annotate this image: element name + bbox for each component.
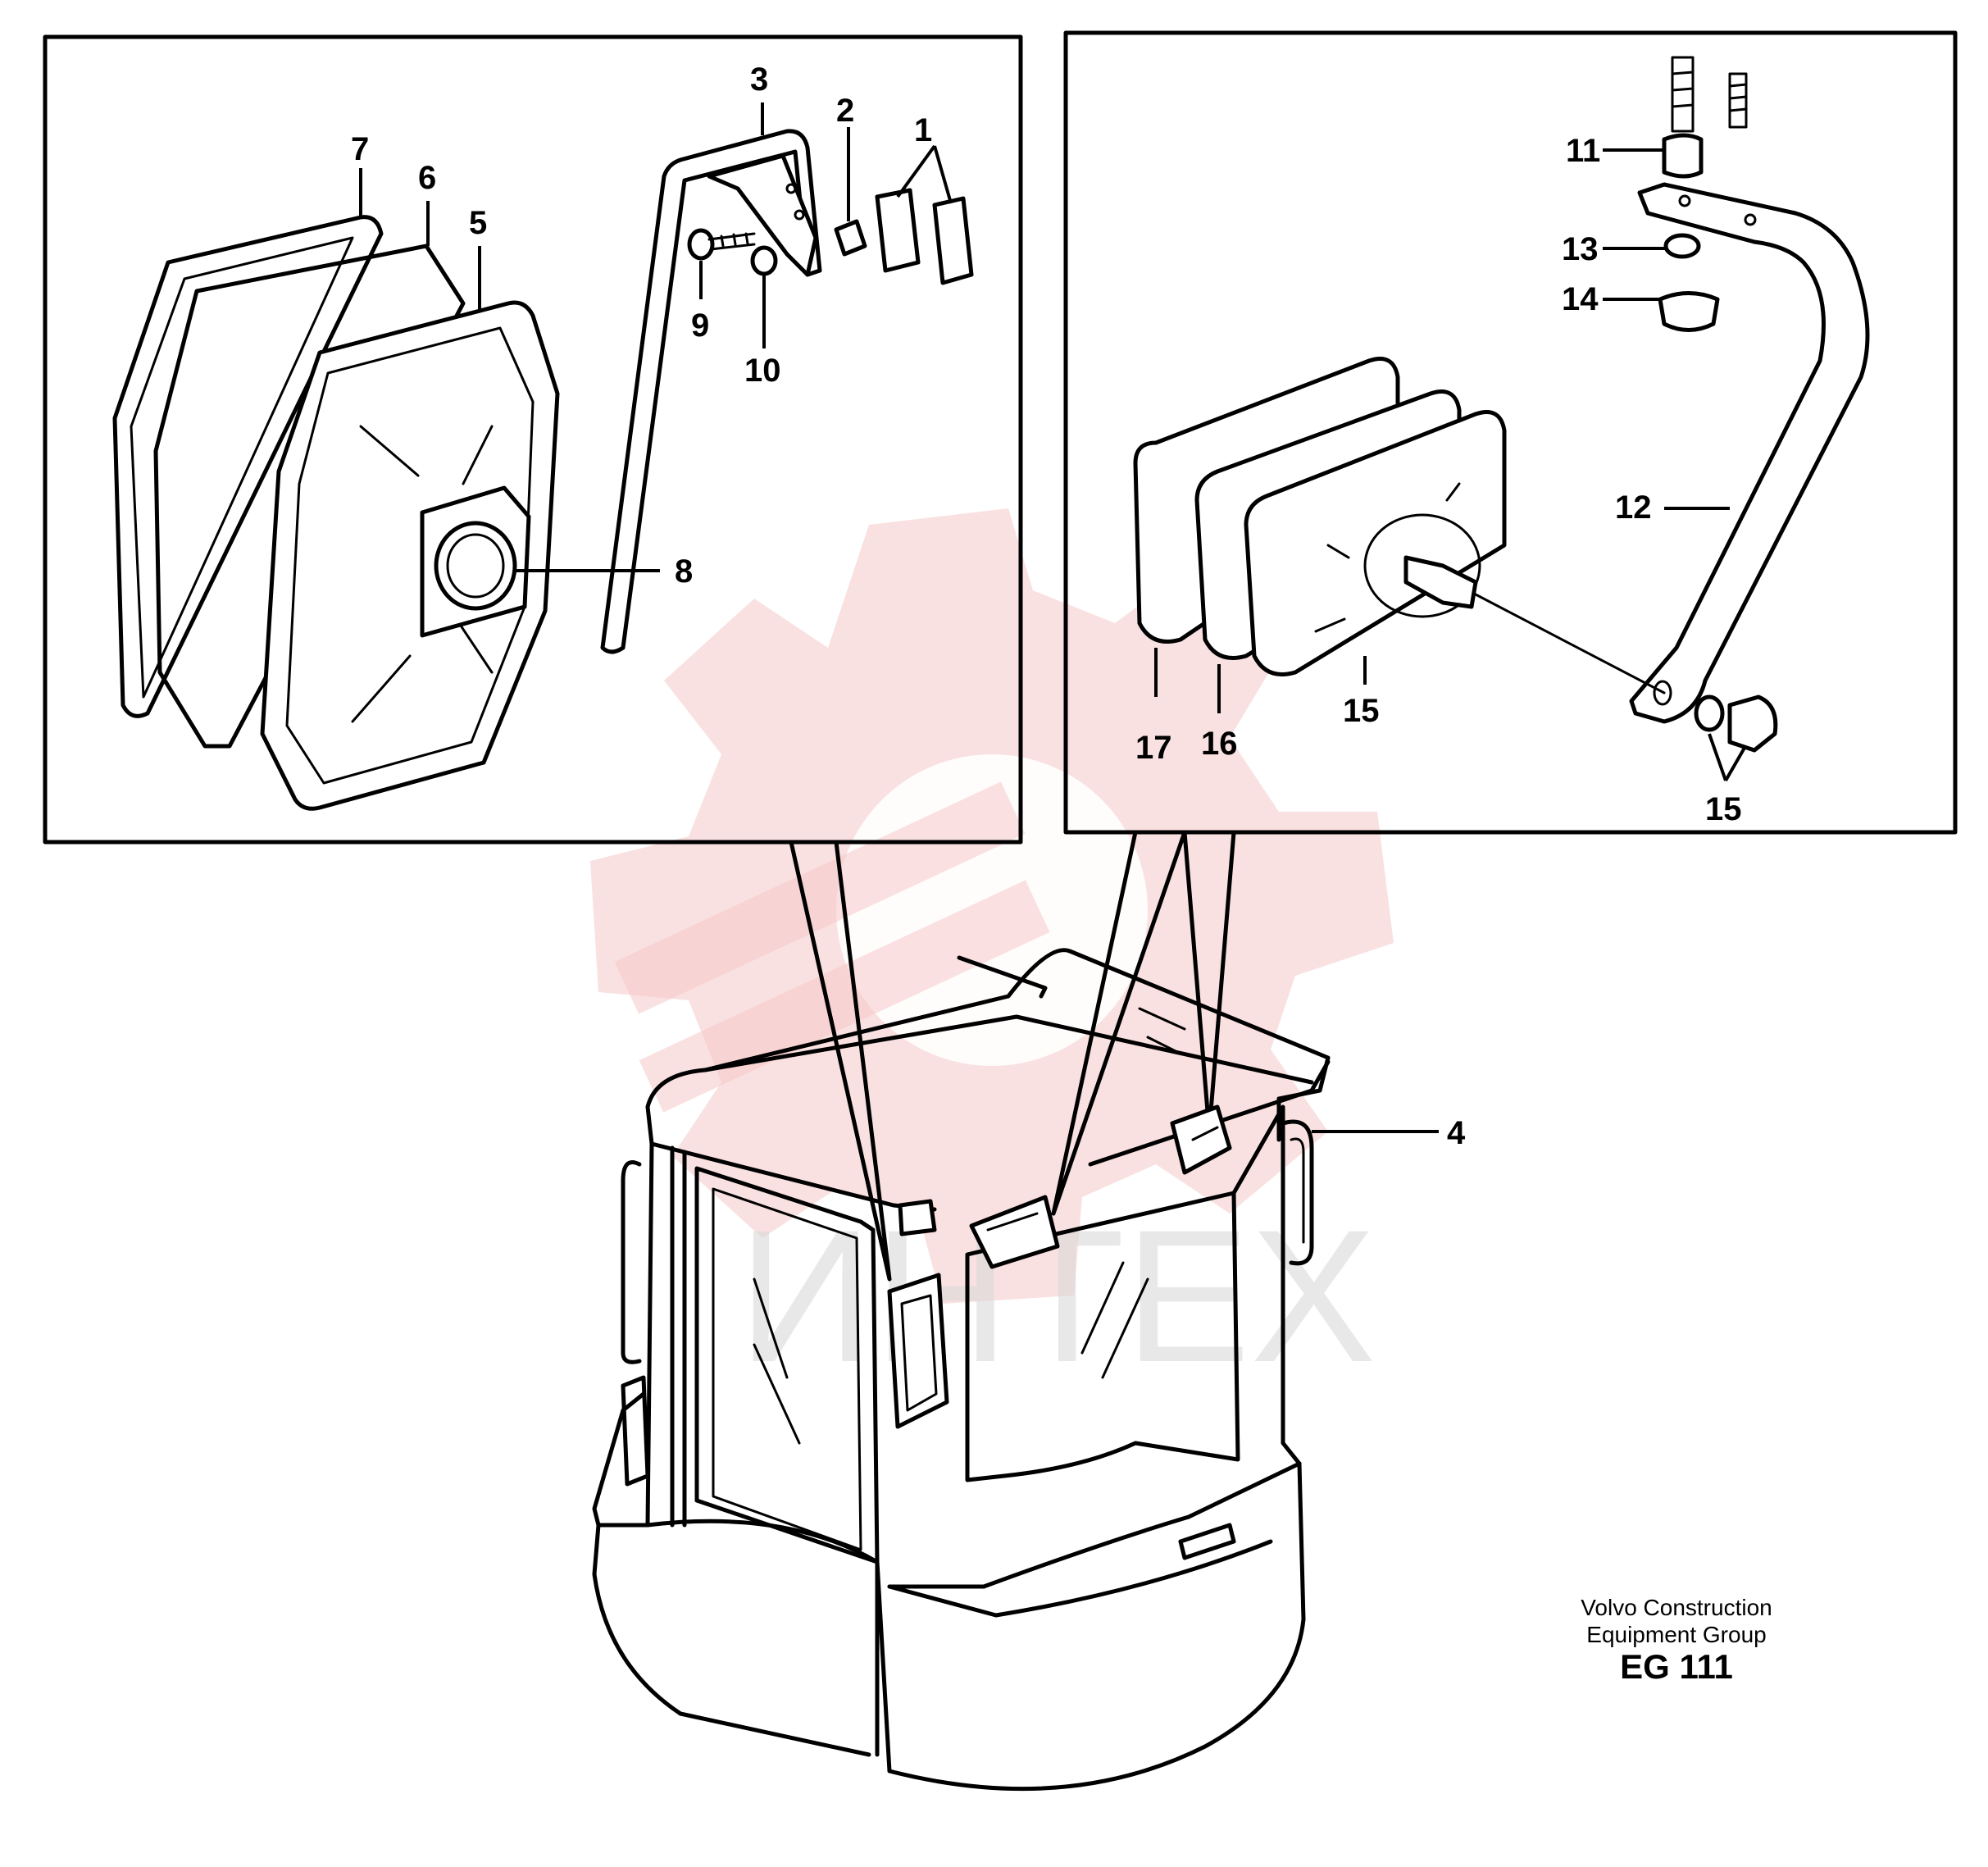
mirror-glass-part-15 (1244, 410, 1507, 676)
diagram-caption: Volvo Construction Equipment Group EG 11… (1581, 1595, 1772, 1686)
left-handrail (621, 1160, 642, 1364)
cab-right-mirror (1170, 1104, 1232, 1175)
caption-drawing-code: EG 111 (1620, 1647, 1733, 1686)
callout-7: 7 (351, 131, 369, 167)
cab-door-window (694, 1166, 880, 1564)
right-inset-panel (1063, 30, 1958, 835)
washer-part-10 (750, 245, 778, 276)
callout-13: 13 (1562, 231, 1599, 267)
washer-part-13 (1663, 233, 1701, 259)
callout-15b: 15 (1705, 791, 1742, 827)
callout-4: 4 (1447, 1115, 1466, 1151)
stud-bolts (1671, 56, 1748, 133)
callout-5: 5 (469, 205, 487, 241)
washer-part-15b (1694, 694, 1725, 732)
caption-company-line2: Equipment Group (1586, 1622, 1766, 1647)
mirror-ball-stud (1403, 555, 1478, 609)
callout-9: 9 (691, 307, 709, 344)
caption-company-line1: Volvo Construction (1581, 1595, 1772, 1620)
callout-11: 11 (1566, 133, 1600, 169)
bushing-part-14 (1658, 291, 1720, 332)
callout-16: 16 (1201, 726, 1238, 762)
callout-10: 10 (744, 353, 781, 389)
callout-3: 3 (750, 61, 768, 98)
callout-6: 6 (418, 160, 436, 196)
watermark: ИНТЕХ (590, 508, 1394, 1401)
callout-2: 2 (836, 93, 854, 129)
right-handrail (1281, 1119, 1314, 1266)
callout-12: 12 (1615, 490, 1652, 526)
callout-15a: 15 (1343, 693, 1380, 729)
cap-nut-part-15b (1727, 694, 1778, 753)
watermark-gear-logo (590, 508, 1394, 1304)
watermark-text: ИНТЕХ (738, 1191, 1376, 1401)
callout-8: 8 (675, 553, 693, 590)
cab-windshield (965, 1191, 1240, 1482)
cab-step (621, 1375, 650, 1487)
mirror-arm-part-3 (600, 129, 822, 654)
mirror-frame-part-6 (153, 244, 466, 749)
bolt-part-9 (687, 228, 756, 261)
left-inset-panel (43, 34, 1023, 845)
clamp-plate-part-1a (875, 188, 921, 273)
callout-labels: 1 2 3 4 5 6 7 8 9 10 11 12 13 14 15 15 1… (351, 61, 1742, 1151)
mirror-arm-part-12 (1629, 182, 1870, 724)
mirror-glass-part-5 (260, 300, 560, 811)
spacer-part-11 (1662, 133, 1704, 179)
mirror-gasket-part-7 (112, 215, 384, 718)
callout-14: 14 (1562, 281, 1599, 317)
cab-illustration (592, 948, 1439, 1792)
callout-1: 1 (914, 112, 932, 148)
clamp-plate-part-1b (932, 196, 974, 285)
spacer-part-2 (834, 219, 867, 257)
callout-17: 17 (1135, 730, 1172, 766)
